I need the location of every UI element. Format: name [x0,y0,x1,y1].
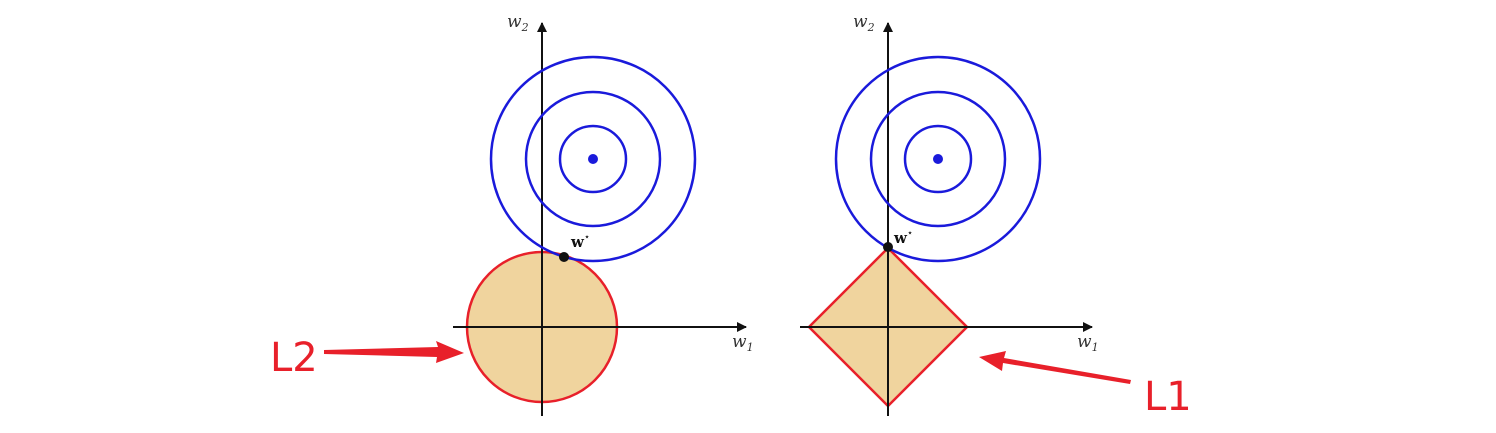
l1-panel: w⋆ w2 w1 [800,12,1099,416]
loss-contours [834,55,1042,263]
w1-axis-label: w1 [732,332,754,354]
l2-optimum-point [559,252,569,262]
l2-callout-arrow [324,341,464,363]
l2-panel: w⋆ w2 w1 [453,12,754,416]
loss-minimum-point [588,154,598,164]
l2-callout-label: L2 [270,335,318,381]
l2-callout: L2 [270,335,464,381]
l1-optimum-point [883,242,893,252]
loss-contour-outer [489,55,697,263]
loss-contour-outer [834,55,1042,263]
l1-callout-arrow [979,351,1131,384]
w2-axis-label: w2 [853,12,875,34]
loss-contour-middle [869,90,1007,228]
loss-contours [489,55,697,263]
l1-callout: L1 [979,351,1192,420]
l1-callout-label: L1 [1144,374,1192,420]
loss-contour-inner [903,124,973,194]
l1-optimum-label: w⋆ [893,228,913,247]
loss-contour-middle [524,90,662,228]
w1-axis-label: w1 [1077,332,1099,354]
loss-contour-inner [558,124,628,194]
w2-axis-label: w2 [507,12,529,34]
loss-minimum-point [933,154,943,164]
l2-optimum-label: w⋆ [570,232,590,251]
